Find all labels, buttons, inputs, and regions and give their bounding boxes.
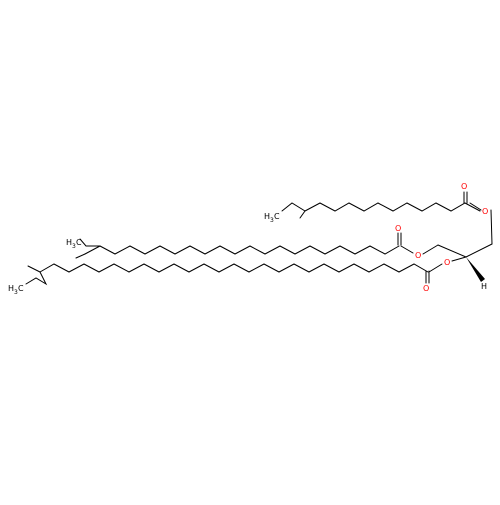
oxygen-label-top-ester: O	[482, 207, 488, 216]
oxygen-label-top-carbonyl: O	[461, 182, 467, 191]
methyl-label-middle: H 3 C	[66, 238, 82, 250]
methyl-c-top: C	[274, 212, 280, 221]
chain-middle-methyl-bond	[75, 253, 86, 259]
methyl-label-top: H 3 C	[264, 212, 280, 224]
oxygen-label-bottom-ester: O	[444, 258, 450, 267]
methyl-c-bottom: C	[18, 284, 24, 293]
glycerol-c2-c3	[465, 243, 493, 258]
glycerol-backbone	[422, 243, 493, 282]
methyl-sub-middle: 3	[72, 243, 76, 250]
methyl-h-top: H	[264, 212, 270, 221]
stereo-wedge	[466, 257, 485, 282]
glycerol-c1-o	[422, 244, 439, 255]
methyl-sub-top: 3	[270, 217, 274, 224]
chain-middle-backbone	[84, 245, 400, 255]
chain-middle-ester-bond	[400, 245, 414, 254]
chain-bottom	[25, 263, 443, 286]
glycerol-c2-c1	[437, 244, 467, 258]
oxygen-label-middle-carbonyl: O	[395, 224, 401, 233]
methyl-sub-bottom: 3	[14, 289, 18, 296]
methyl-h-middle: H	[66, 238, 72, 247]
hydrogen-label-stereo: H	[481, 282, 487, 291]
chain-bottom-methyl-bond	[27, 265, 41, 273]
methyl-h-bottom: H	[8, 284, 14, 293]
methyl-c-middle: C	[76, 238, 82, 247]
glycerol-c2-o	[451, 256, 467, 262]
methyl-label-bottom: H 3 C	[8, 284, 24, 296]
chain-middle	[75, 232, 414, 259]
oxygen-label-bottom-carbonyl: O	[423, 284, 429, 293]
chain-top-methyl-bond	[299, 210, 306, 219]
chain-middle-branch	[79, 238, 101, 247]
glycerol-c1-bond	[490, 209, 493, 245]
chain-top-ester-bond	[469, 202, 482, 211]
chain-top-branch	[281, 202, 306, 212]
chain-top	[281, 191, 493, 245]
chain-bottom-backbone	[39, 263, 429, 273]
chain-bottom-branch	[25, 271, 48, 286]
chain-top-backbone	[304, 202, 481, 212]
oxygen-label-middle-ester: O	[415, 251, 421, 260]
chain-bottom-ester-bond	[428, 263, 443, 273]
